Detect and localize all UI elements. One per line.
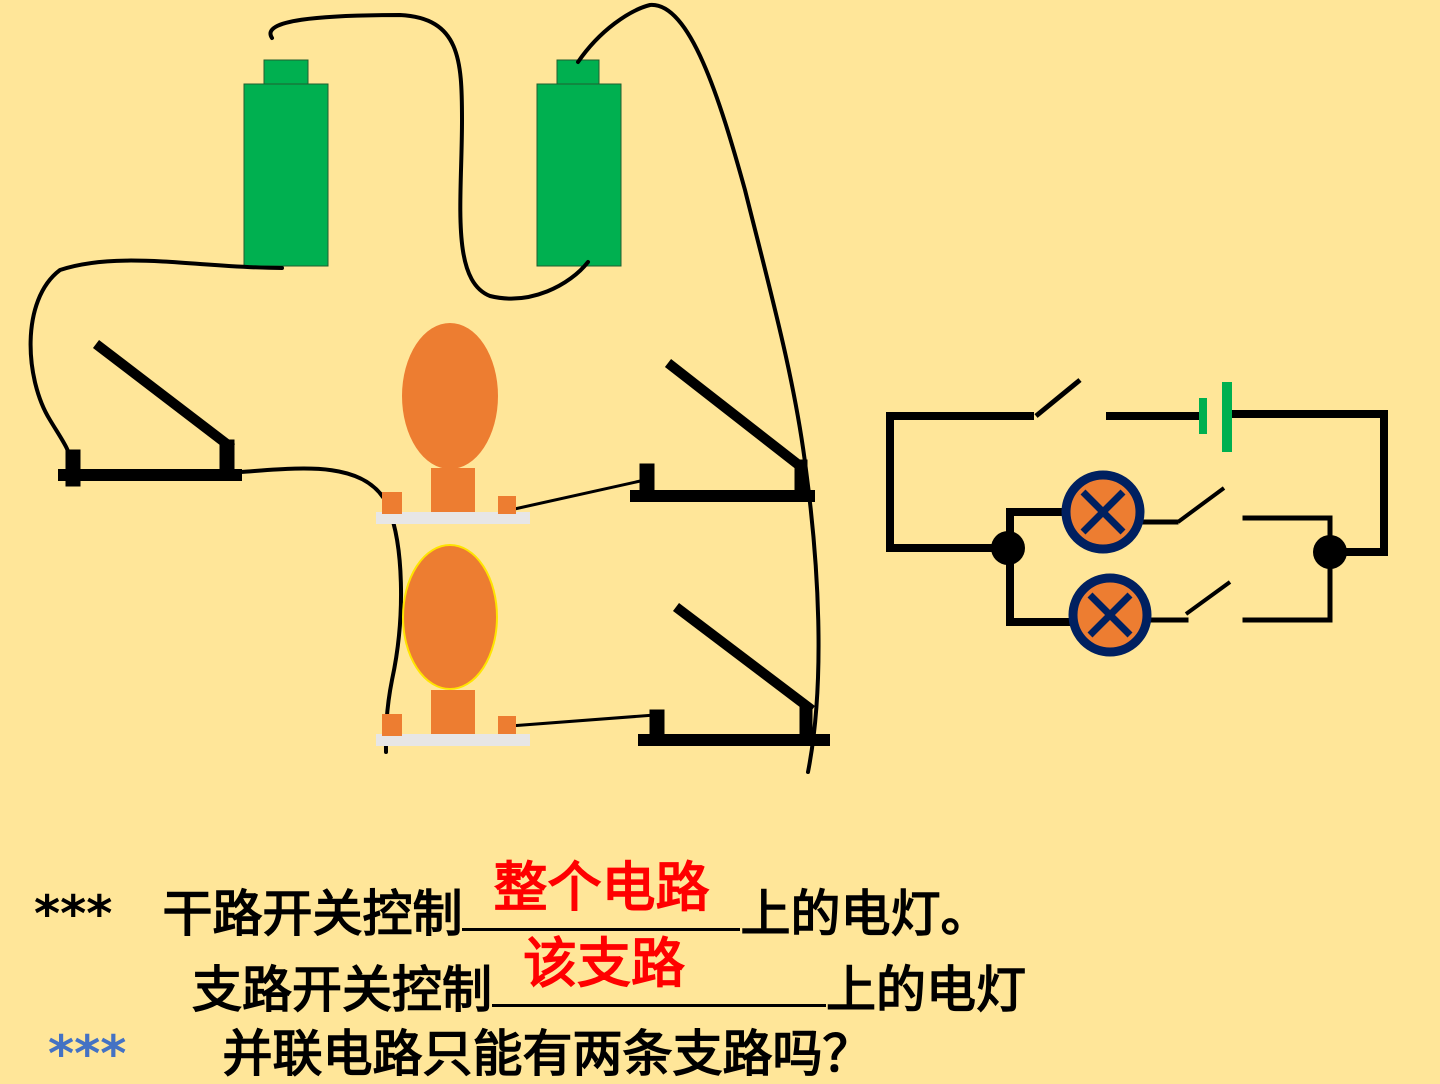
line-1-after: 上的电灯。	[740, 885, 991, 943]
schematic-lamp-1	[1061, 470, 1145, 554]
wire-battery-link	[268, 12, 590, 301]
knife-switch-branch-2	[638, 603, 830, 746]
wire-switch1-to-bulb2	[238, 466, 403, 754]
knife-switch-main	[58, 340, 242, 487]
wire-right-long	[576, 2, 821, 774]
physical-circuit	[28, 2, 830, 774]
question-line-3: *** 并联电路只能有两条支路吗？	[0, 1024, 872, 1084]
junction-dot-left	[991, 531, 1025, 565]
line-2-before: 支路开关控制	[192, 961, 492, 1019]
schematic-branch-2	[1006, 544, 1074, 626]
wire-bulb1-to-switch2	[508, 478, 647, 512]
knife-switch-branch-1	[630, 359, 815, 502]
battery-right	[536, 59, 622, 267]
schematic-battery-to-right	[1228, 410, 1388, 556]
schematic-main-wire	[886, 412, 1034, 552]
answer-blank-2: 该支路	[492, 934, 826, 1007]
answer-blank-1: 整个电路	[462, 858, 741, 931]
question-line-1: *** 干路开关控制整个电路上的电灯。	[0, 858, 991, 944]
wire-left-loop	[28, 258, 284, 467]
schematic-branch-switch-1	[1176, 486, 1226, 524]
schematic-diagram	[886, 378, 1388, 657]
schematic-branch-switch-2	[1184, 580, 1232, 616]
battery-left	[243, 59, 329, 267]
bulb-2	[376, 544, 530, 746]
schematic-main-switch	[1034, 378, 1082, 418]
bulb-1	[376, 323, 530, 524]
answer-1: 整个电路	[493, 856, 710, 919]
answer-2: 该支路	[523, 932, 685, 995]
line-2-after: 上的电灯	[826, 961, 1026, 1019]
stars-marker: ***	[34, 885, 113, 943]
wire-bulb2-to-switch3	[508, 713, 657, 728]
line-3-text: 并联电路只能有两条支路吗？	[222, 1025, 873, 1083]
junction-dot-right	[1313, 535, 1347, 569]
schematic-battery	[1199, 382, 1232, 452]
question-line-2: 支路开关控制该支路 上的电灯	[0, 934, 1026, 1020]
stars-marker-blue: ***	[48, 1025, 127, 1083]
schematic-lamp-2	[1068, 573, 1152, 657]
line-1-before: 干路开关控制	[162, 885, 463, 943]
